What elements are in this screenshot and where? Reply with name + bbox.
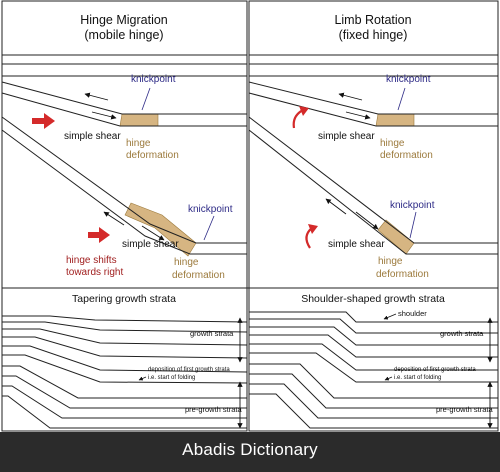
left-upper-shear-arrow-bottom [91,111,117,120]
right-upper-rotation-arrow [292,109,304,129]
right-pre-growth-lines [249,363,498,429]
right-upper-shear-arrow-bottom [345,111,371,120]
left-upper-hinge-zone [119,113,159,127]
right-title-line1: Limb Rotation [334,13,411,27]
left-strata-title: Tapering growth strata [72,293,176,305]
left-hinge-shift-line1: hinge shifts [66,255,117,266]
left-deposition-pointer [138,376,147,381]
right-lower-rotation-arrowhead [308,224,318,234]
left-lower-hinge-line1: hinge [174,257,199,268]
left-lower-shear-arrow-top [103,211,125,226]
left-bedding [2,54,247,77]
left-lower-simple-shear: simple shear [122,239,179,250]
left-upper-red-arrow [32,113,55,129]
right-pre-growth-label: pre-growth strata [436,405,494,414]
right-deposition-line1: deposition of first growth strata [394,367,476,373]
watermark-footer: Abadis Dictionary [0,432,500,472]
left-growth-strata-label: growth strata [190,329,234,338]
right-lower-shear-arrow-bottom [355,211,379,230]
left-upper-hinge-line2: deformation [126,150,179,161]
left-upper-hinge-line1: hinge [126,138,151,149]
right-upper-shear-arrow-top [338,92,363,101]
left-deposition-line2: i.e. start of folding [148,375,195,381]
left-pre-growth-lines [2,365,247,429]
left-lower-shear-arrow-bottom [141,225,165,241]
left-pre-growth-label: pre-growth strata [185,405,243,414]
right-lower-hinge-line1: hinge [378,256,403,267]
left-lower-knickpoint: knickpoint [188,204,233,215]
left-upper-knickpoint: knickpoint [131,74,176,85]
right-upper-limb [248,81,498,127]
right-lower-simple-shear: simple shear [328,239,385,250]
right-growth-strata-label: growth strata [440,329,484,338]
left-upper-shear-arrow-top [84,92,109,101]
left-growth-strata-lines [2,315,248,384]
right-lower-shear-arrow-top [325,198,347,215]
left-panel-frame [1,0,248,432]
left-hinge-shift-line2: towards right [66,267,123,278]
right-shoulder-pointer [383,313,397,320]
left-lower-limb [1,116,247,255]
right-growth-strata-lines [249,311,498,383]
right-upper-simple-shear: simple shear [318,131,375,142]
left-lower-knickpoint-pointer [203,215,215,241]
right-upper-hinge-zone [375,113,415,127]
right-lower-knickpoint-pointer [409,211,417,239]
right-strata-title: Shoulder-shaped growth strata [301,293,445,305]
right-shoulder-label: shoulder [398,309,427,318]
left-upper-limb [1,81,247,127]
right-upper-knickpoint-pointer [397,87,406,111]
right-upper-rotation-arrowhead [299,106,309,116]
left-lower-hinge-line2: deformation [172,270,225,281]
right-upper-knickpoint: knickpoint [386,74,431,85]
right-deposition-line2: i.e. start of folding [394,375,441,381]
left-lower-red-arrow [88,227,110,243]
left-lower-hinge-zone [124,202,197,257]
right-title-line2: (fixed hinge) [339,28,408,42]
left-upper-knickpoint-pointer [141,87,151,111]
right-lower-limb [248,116,498,255]
left-deposition-line1: deposition of first growth strata [148,367,230,373]
right-lower-knickpoint: knickpoint [390,200,435,211]
left-upper-simple-shear: simple shear [64,131,121,142]
right-upper-hinge-line2: deformation [380,150,433,161]
right-lower-hinge-line2: deformation [376,269,429,280]
right-upper-hinge-line1: hinge [380,138,405,149]
right-bedding [249,54,498,77]
right-deposition-pointer [384,376,393,381]
right-panel-frame [248,0,499,432]
left-title-line1: Hinge Migration [80,13,168,27]
footer-text: Abadis Dictionary [182,440,318,459]
left-title-line2: (mobile hinge) [84,28,163,42]
